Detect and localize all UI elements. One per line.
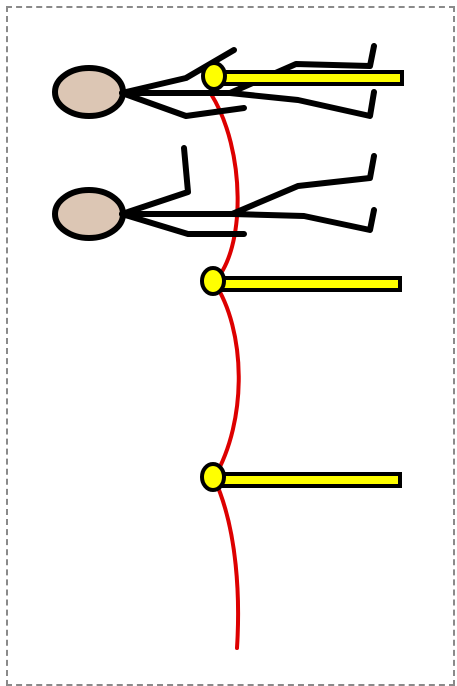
yellow-marker-icon	[201, 61, 227, 91]
leg-lower	[229, 207, 377, 233]
head-icon	[52, 65, 126, 119]
leg-upper	[229, 153, 377, 217]
stick-figure-middle	[52, 145, 377, 241]
yellow-bar	[220, 472, 402, 488]
stick-figure-top	[52, 43, 377, 119]
yellow-bar	[220, 70, 404, 86]
yellow-marker-icon	[200, 266, 226, 296]
head-icon	[52, 187, 126, 241]
arm-upper	[119, 47, 237, 96]
yellow-marker-icon	[200, 462, 226, 492]
arm-upper	[119, 145, 191, 217]
marker-middle	[200, 266, 402, 296]
marker-top	[201, 61, 404, 91]
leg-lower	[227, 89, 377, 119]
red-curve	[209, 92, 241, 650]
arm-lower	[119, 90, 247, 119]
arm-lower	[119, 211, 247, 237]
yellow-bar	[220, 276, 402, 292]
marker-bottom	[200, 462, 402, 492]
